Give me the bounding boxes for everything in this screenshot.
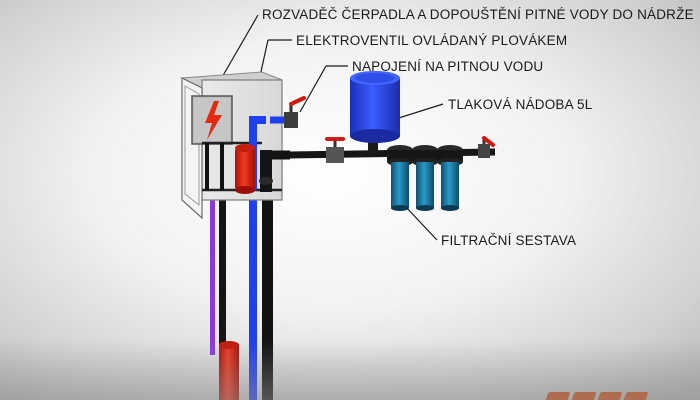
label-water-connection: NAPOJENÍ NA PITNOU VODU xyxy=(352,59,544,74)
water-connection xyxy=(270,96,306,128)
downpipes xyxy=(210,130,273,400)
submersible-pump xyxy=(219,341,239,400)
leader-filters xyxy=(403,204,438,241)
pressure-tank xyxy=(350,71,400,143)
corner-graphic xyxy=(542,392,692,400)
label-switchboard: ROZVADĚČ ČERPADLA A DOPOUŠTĚNÍ PITNÉ VOD… xyxy=(262,7,694,22)
black-pipe-left xyxy=(219,140,226,400)
blue-pipe xyxy=(249,130,257,400)
solenoid-valve xyxy=(235,144,255,194)
filter-3 xyxy=(437,145,463,211)
switchboard-box xyxy=(180,71,290,220)
high-voltage-icon xyxy=(205,101,222,140)
label-solenoid-valve: ELEKTROVENTIL OVLÁDANÝ PLOVÁKEM xyxy=(296,33,568,48)
filter-1 xyxy=(387,145,413,211)
label-pressure-tank: TLAKOVÁ NÁDOBA 5L xyxy=(448,97,593,112)
label-filter-set: FILTRAČNÍ SESTAVA xyxy=(441,233,577,248)
black-pipe-right xyxy=(262,180,273,400)
filter-2 xyxy=(412,145,438,211)
leader-connection-down xyxy=(299,65,327,113)
purple-cable xyxy=(210,140,215,355)
filter-set xyxy=(387,145,463,211)
